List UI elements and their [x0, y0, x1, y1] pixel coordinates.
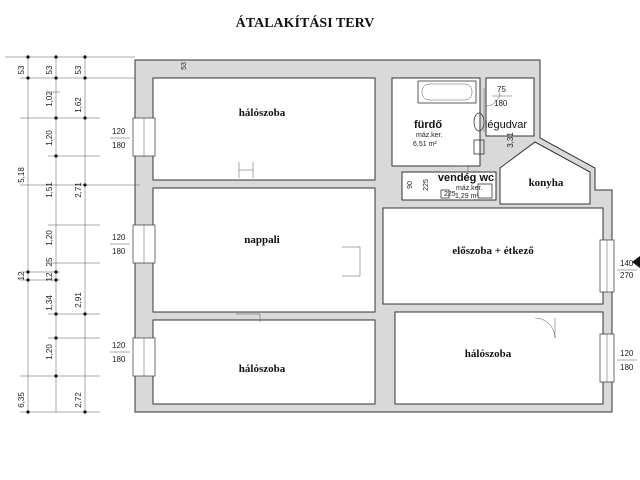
door-nappali	[342, 246, 361, 277]
window-dim-h-1: 180	[112, 247, 126, 256]
plan-title: ÁTALAKÍTÁSI TERV	[236, 14, 375, 31]
dim-top-wall: 53	[181, 62, 188, 70]
label-halo2: hálószoba	[239, 363, 286, 375]
legudvar-dim-1: 180	[494, 99, 508, 108]
dimension-dots	[26, 55, 87, 414]
room-nappali-floor	[152, 187, 376, 313]
dim-outer-3: 6,35	[17, 392, 26, 408]
door-furdo	[483, 88, 501, 132]
left-windows	[132, 117, 156, 377]
window-dim-right-w: 120	[620, 349, 634, 358]
room-konyha-floor	[499, 141, 591, 205]
wc-dim-0: 90	[407, 181, 414, 189]
room-halo3-floor	[394, 311, 604, 405]
label-furdo-area-title: máz.ker.	[416, 132, 443, 139]
window-dim-h-0: 180	[112, 141, 126, 150]
fixtures	[236, 80, 556, 339]
dim-inner-4: 2,72	[74, 392, 83, 408]
dim-outer-1: 5,18	[17, 167, 26, 183]
window-dim-w-0: 120	[112, 127, 126, 136]
bath-toilet	[473, 139, 485, 155]
label-halo1: hálószoba	[239, 107, 286, 119]
wc-dim-1: 225	[423, 179, 430, 191]
right-windows	[599, 239, 615, 383]
wc-sink	[440, 189, 450, 199]
door-halo1	[238, 162, 254, 178]
dim-outer-2: 12	[17, 271, 26, 280]
dim-inner-2: 2,71	[74, 182, 83, 198]
window-dim-w-2: 120	[112, 341, 126, 350]
dim-mid-2: 1,20	[45, 130, 54, 146]
label-halo3: hálószoba	[465, 348, 512, 360]
dim-mid-0: 53	[45, 65, 54, 74]
dim-mid-7: 1,34	[45, 295, 54, 311]
room-furdo-floor	[391, 77, 481, 167]
window-dim-right-h: 180	[620, 363, 634, 372]
bathtub	[417, 80, 477, 104]
room-vendeg-floor	[401, 171, 497, 201]
legudvar-floor	[485, 77, 535, 137]
label-furdo-area: 6,51 m²	[413, 141, 437, 148]
window-dim-right-mid-w: 140	[620, 259, 634, 268]
dim-mid-6: 12	[45, 272, 54, 281]
dim-outer-0: 53	[17, 65, 26, 74]
room-halo1-floor	[152, 77, 376, 181]
legudvar-dim-0: 75	[497, 85, 506, 94]
room-halo2-floor	[152, 319, 376, 405]
arrow-marker	[632, 256, 640, 268]
dim-inner-3: 2,91	[74, 292, 83, 308]
label-vendeg: vendég wc	[438, 172, 494, 184]
door-halo2	[236, 313, 261, 322]
dim-inner-1: 1,62	[74, 97, 83, 113]
label-legudvar: légudvar	[485, 119, 528, 131]
dim-inner-0: 53	[74, 65, 83, 74]
dim-mid-8: 1,20	[45, 344, 54, 360]
room-eloszoba-floor	[382, 207, 604, 305]
wc-toilet	[477, 183, 493, 199]
label-vendeg-area: 1,29 m²	[455, 193, 479, 200]
dim-mid-5: 25	[45, 257, 54, 266]
dim-mid-4: 1,20	[45, 230, 54, 246]
wc-dim-2: 225	[444, 191, 456, 198]
dim-mid-3: 1,51	[45, 182, 54, 198]
window-dim-right-mid-h: 270	[620, 271, 634, 280]
label-vendeg-area-title: máz.ker.	[456, 185, 483, 192]
window-dim-h-2: 180	[112, 355, 126, 364]
label-furdo: fürdő	[414, 119, 442, 131]
dim-mid-1: 1,02	[45, 91, 54, 107]
dim-331: 3,31	[506, 132, 515, 148]
door-halo3	[534, 317, 556, 339]
window-dim-w-1: 120	[112, 233, 126, 242]
door-wc	[455, 165, 469, 172]
label-nappali: nappali	[244, 234, 279, 246]
outer-walls	[134, 59, 613, 413]
label-eloszoba: előszoba + étkező	[452, 245, 534, 257]
label-konyha: konyha	[529, 177, 564, 189]
